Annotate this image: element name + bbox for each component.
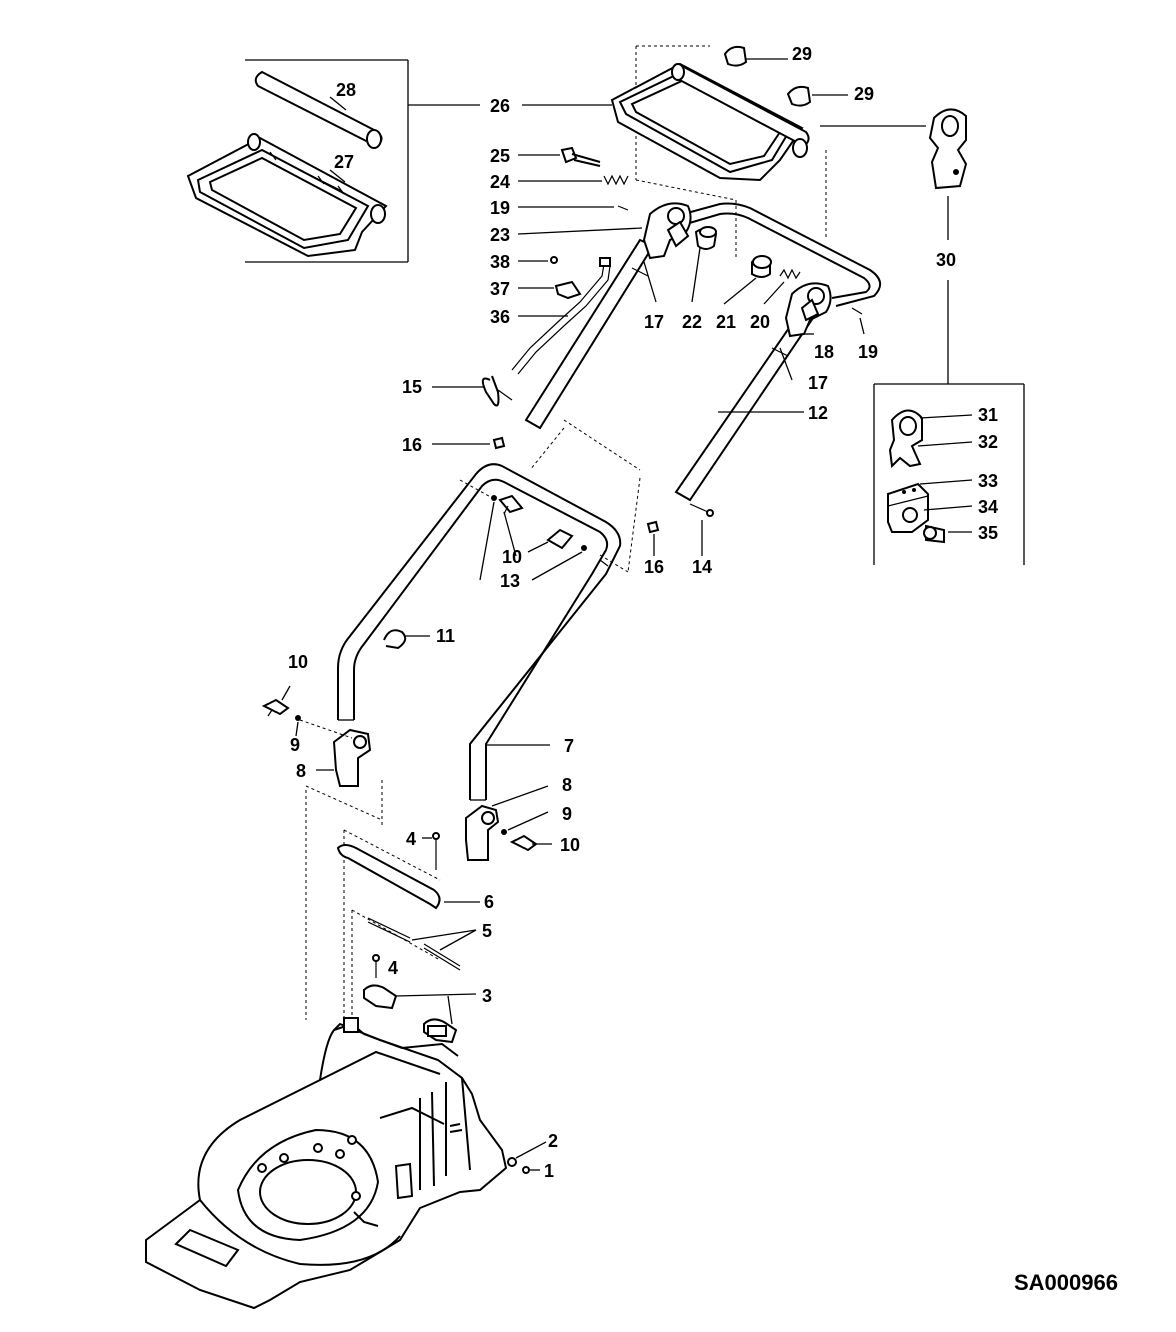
callout-33: 33 bbox=[978, 471, 998, 491]
bushing-21 bbox=[723, 255, 772, 305]
callout-27: 27 bbox=[334, 152, 354, 172]
callout-29-bottom: 29 bbox=[854, 84, 874, 104]
knob-10-left bbox=[261, 685, 291, 717]
spring-bar-6 bbox=[336, 844, 480, 910]
callout-5: 5 bbox=[482, 921, 492, 941]
callout-4-lower: 4 bbox=[388, 958, 398, 978]
dash-guides-lower bbox=[305, 780, 441, 1030]
callout-13: 13 bbox=[500, 571, 520, 591]
adjuster-knob-23 bbox=[642, 202, 692, 260]
callout-37: 37 bbox=[490, 279, 510, 299]
callout-3: 3 bbox=[482, 986, 492, 1006]
callout-7: 7 bbox=[564, 736, 574, 756]
callout-10-upper: 10 bbox=[502, 547, 522, 567]
callout-4-upper: 4 bbox=[406, 829, 416, 849]
diagram-code: SA000966 bbox=[1014, 1270, 1118, 1295]
callout-10-left: 10 bbox=[288, 652, 308, 672]
bracket-3 bbox=[363, 984, 477, 1044]
callout-18: 18 bbox=[814, 342, 834, 362]
callout-20: 20 bbox=[750, 312, 770, 332]
callout-22: 22 bbox=[682, 312, 702, 332]
screw-14 bbox=[689, 503, 714, 556]
callout-21: 21 bbox=[716, 312, 736, 332]
cable-36 bbox=[511, 257, 611, 375]
callout-19-left: 19 bbox=[490, 198, 510, 218]
callout-1: 1 bbox=[544, 1161, 554, 1181]
callout-38: 38 bbox=[490, 252, 510, 272]
grip-tube-28 bbox=[254, 70, 383, 149]
callout-17-right: 17 bbox=[808, 373, 828, 393]
callout-10-right: 10 bbox=[560, 835, 580, 855]
spring-20 bbox=[763, 268, 801, 305]
callout-32: 32 bbox=[978, 432, 998, 452]
grip-end-cap-29a bbox=[723, 45, 788, 67]
spring-24 bbox=[518, 174, 629, 186]
callout-8-left: 8 bbox=[296, 761, 306, 781]
callout-25: 25 bbox=[490, 146, 510, 166]
callout-8-right: 8 bbox=[562, 775, 572, 795]
bushing-22 bbox=[691, 226, 718, 303]
grip-inset-left bbox=[186, 59, 409, 263]
bolt-25 bbox=[518, 146, 601, 167]
callout-6: 6 bbox=[484, 892, 494, 912]
callout-16-right: 16 bbox=[644, 557, 664, 577]
knob-10-upper bbox=[498, 494, 574, 557]
clip-11 bbox=[383, 629, 430, 650]
callout-31: 31 bbox=[978, 405, 998, 425]
grip-frame-27 bbox=[186, 133, 388, 258]
callout-12: 12 bbox=[808, 403, 828, 423]
bolt-4a bbox=[422, 832, 440, 870]
callout-9-left: 9 bbox=[290, 735, 300, 755]
pin-19a bbox=[518, 205, 629, 211]
grip-end-cap-29b bbox=[786, 85, 848, 107]
callout-29-top: 29 bbox=[792, 44, 812, 64]
callout-9-right: 9 bbox=[562, 804, 572, 824]
leader-23 bbox=[517, 227, 643, 235]
screw-1 bbox=[522, 1166, 540, 1174]
callout-23: 23 bbox=[490, 225, 510, 245]
callout-28: 28 bbox=[336, 80, 356, 100]
plug-16a bbox=[432, 436, 506, 450]
nut-13 bbox=[479, 495, 587, 581]
handle-bracket-8a bbox=[316, 728, 372, 787]
callout-34: 34 bbox=[978, 497, 998, 517]
hook-15 bbox=[432, 375, 513, 407]
mower-deck bbox=[145, 1017, 508, 1310]
lever-37 bbox=[518, 280, 582, 300]
nut-9b bbox=[501, 811, 549, 835]
callout-11: 11 bbox=[436, 626, 455, 646]
adjuster-knob-18 bbox=[784, 282, 832, 338]
callout-26: 26 bbox=[490, 96, 510, 116]
plug-16b bbox=[646, 520, 660, 556]
callout-35: 35 bbox=[978, 523, 998, 543]
callout-14: 14 bbox=[692, 557, 712, 577]
cord-clip-30 bbox=[820, 108, 968, 384]
knob-10-right bbox=[509, 834, 552, 852]
ball-38 bbox=[518, 256, 558, 264]
rods-5 bbox=[367, 917, 477, 971]
callout-16-left: 16 bbox=[402, 435, 422, 455]
callout-15: 15 bbox=[402, 377, 422, 397]
nut-9a bbox=[295, 715, 301, 737]
washer-2 bbox=[507, 1141, 547, 1167]
callout-labels: 28 26 27 29 29 25 24 19 23 38 37 36 30 1… bbox=[288, 44, 998, 1181]
callout-36: 36 bbox=[490, 307, 510, 327]
grip-assembly-right bbox=[610, 45, 827, 260]
handle-bracket-8b bbox=[465, 785, 549, 861]
callout-17-left: 17 bbox=[644, 312, 664, 332]
callout-30: 30 bbox=[936, 250, 956, 270]
callout-19-right: 19 bbox=[858, 342, 878, 362]
callout-2: 2 bbox=[548, 1131, 558, 1151]
cord-clip-inset bbox=[873, 383, 1025, 565]
callout-24: 24 bbox=[490, 172, 510, 192]
lower-handle-7 bbox=[337, 419, 641, 801]
pin-19b bbox=[851, 307, 865, 335]
bolt-4b bbox=[372, 954, 380, 978]
